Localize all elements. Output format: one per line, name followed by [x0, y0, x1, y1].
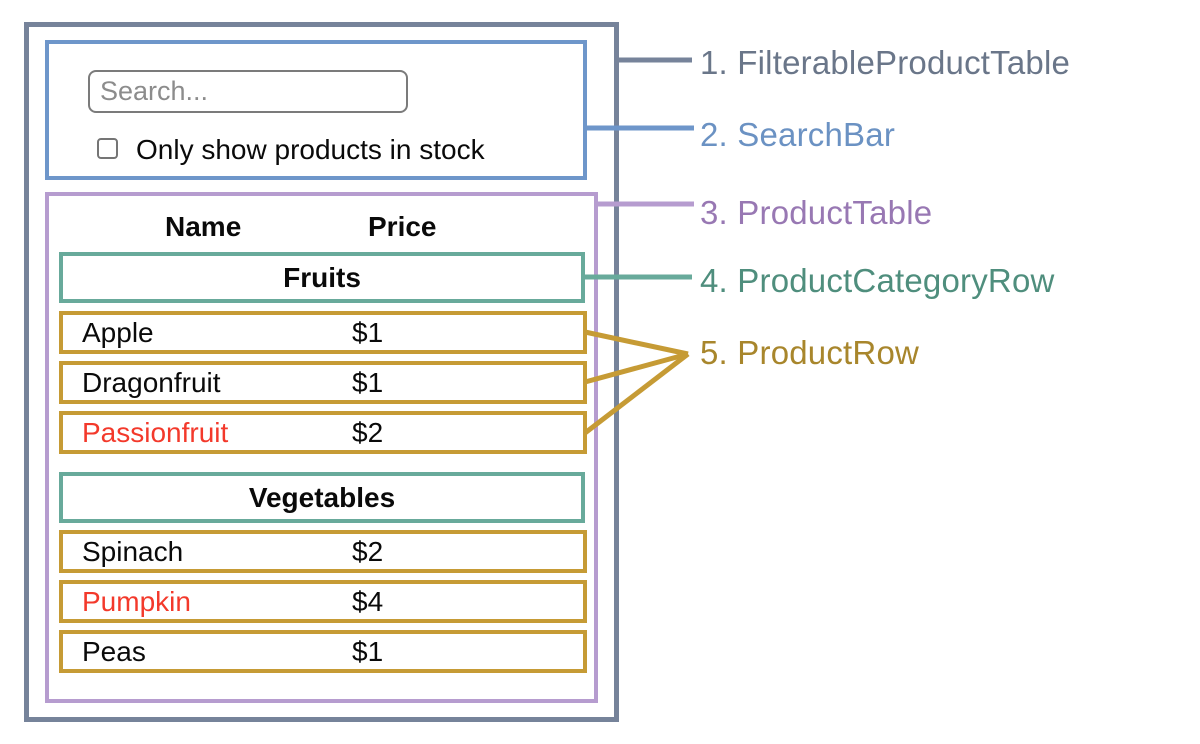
legend-label-ProductRow: 5. ProductRow [700, 334, 920, 371]
product-category-row: Fruits [59, 252, 585, 303]
in-stock-checkbox[interactable] [97, 138, 118, 159]
product-price: $1 [352, 366, 384, 398]
product-name: Dragonfruit [82, 366, 221, 398]
product-name: Apple [82, 316, 154, 348]
column-header-name: Name [165, 211, 242, 242]
product-name: Pumpkin [82, 585, 191, 617]
product-row: Apple $1 [59, 311, 587, 354]
product-price: $4 [352, 585, 384, 617]
legend-label-FilterableProductTable: 1. FilterableProductTable [700, 44, 1071, 81]
product-name: Peas [82, 635, 146, 667]
in-stock-checkbox-label: Only show products in stock [136, 134, 485, 165]
product-row: Dragonfruit $1 [59, 361, 587, 404]
legend-label-SearchBar: 2. SearchBar [700, 116, 896, 153]
column-header-price: Price [368, 211, 437, 242]
product-table-box [45, 192, 598, 703]
product-row: Passionfruit $2 [59, 411, 587, 454]
product-price: $2 [352, 416, 384, 448]
product-name: Spinach [82, 535, 184, 567]
product-price: $1 [352, 635, 384, 667]
product-row: Pumpkin $4 [59, 580, 587, 623]
product-price: $1 [352, 316, 384, 348]
search-bar-box [45, 40, 587, 180]
product-row: Spinach $2 [59, 530, 587, 573]
product-category-row: Vegetables [59, 472, 585, 523]
product-name: Passionfruit [82, 416, 229, 448]
product-price: $2 [352, 535, 384, 567]
search-input[interactable] [88, 70, 408, 113]
legend-label-ProductTable: 3. ProductTable [700, 194, 933, 231]
product-row: Peas $1 [59, 630, 587, 673]
legend-label-ProductCategoryRow: 4. ProductCategoryRow [700, 262, 1055, 299]
